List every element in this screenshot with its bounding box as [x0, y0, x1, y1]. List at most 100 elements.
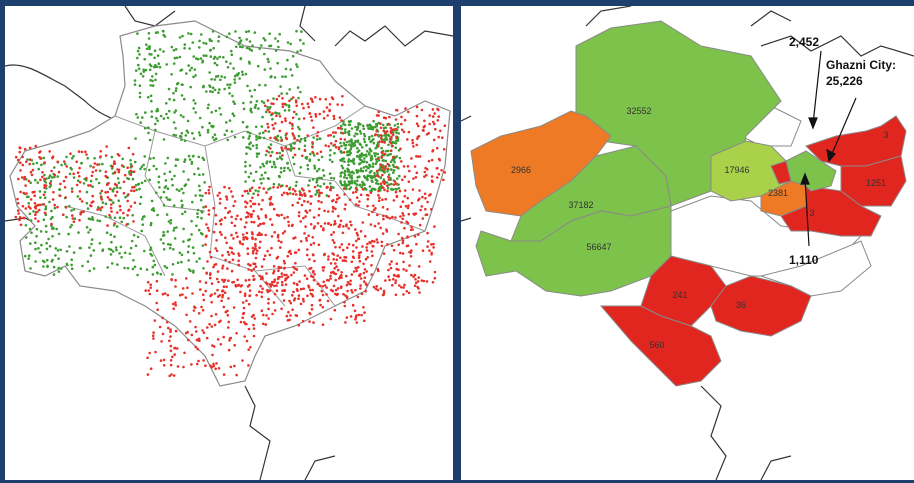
- red-dot: [401, 217, 405, 221]
- red-dot: [340, 271, 343, 274]
- green-dot: [142, 70, 146, 73]
- green-dot: [241, 120, 245, 124]
- red-dot: [416, 285, 420, 289]
- red-dot: [41, 171, 44, 174]
- green-dot: [274, 37, 277, 40]
- red-dot: [14, 155, 18, 159]
- red-dot: [129, 169, 133, 173]
- red-dot: [129, 173, 133, 176]
- green-dot: [34, 241, 37, 244]
- red-dot: [317, 189, 321, 192]
- green-dot: [139, 267, 143, 271]
- callout-bottom-value: 1,110: [789, 253, 819, 267]
- green-dot: [89, 254, 93, 257]
- green-dot: [60, 163, 63, 167]
- red-dot: [300, 102, 304, 106]
- red-dot: [316, 152, 319, 155]
- green-dot: [39, 230, 43, 233]
- red-dot: [213, 292, 217, 295]
- red-dot: [397, 243, 401, 246]
- green-dot: [194, 57, 198, 60]
- green-dot: [29, 242, 32, 245]
- red-dot: [271, 312, 274, 316]
- green-dot: [228, 92, 231, 95]
- district-label: 2381: [768, 188, 788, 198]
- red-dot: [373, 208, 376, 212]
- red-dot: [194, 325, 197, 329]
- red-dot: [349, 315, 353, 318]
- red-dot: [406, 165, 410, 168]
- red-dot: [309, 292, 313, 296]
- red-dot: [351, 250, 355, 253]
- red-dot: [255, 293, 258, 297]
- red-dot: [332, 271, 336, 275]
- green-dot: [130, 239, 134, 243]
- green-dot: [328, 172, 332, 175]
- green-dot: [266, 57, 270, 61]
- red-dot: [329, 274, 332, 278]
- green-dot: [246, 84, 249, 88]
- green-dot: [68, 245, 71, 248]
- red-dot: [384, 131, 387, 135]
- red-dot: [254, 247, 257, 250]
- green-dot: [375, 160, 379, 164]
- red-dot: [105, 145, 108, 148]
- red-dot: [260, 295, 264, 299]
- green-dot: [137, 46, 141, 50]
- red-dot: [18, 218, 21, 222]
- green-dot: [303, 144, 307, 148]
- green-dot: [287, 105, 291, 109]
- district-label: 37182: [568, 200, 593, 210]
- red-dot: [261, 198, 264, 202]
- red-dot: [262, 187, 266, 190]
- red-dot: [50, 222, 53, 226]
- red-dot: [408, 264, 411, 267]
- red-dot: [271, 112, 274, 115]
- green-dot: [363, 134, 367, 138]
- green-dot: [117, 199, 120, 202]
- red-dot: [362, 280, 366, 283]
- green-dot: [89, 179, 93, 183]
- green-dot: [156, 271, 159, 275]
- red-dot: [131, 186, 134, 189]
- green-dot: [383, 171, 387, 174]
- green-dot: [233, 102, 236, 105]
- green-dot: [222, 56, 225, 59]
- green-dot: [257, 152, 261, 155]
- green-dot: [343, 171, 346, 175]
- green-dot: [132, 233, 136, 237]
- red-dot: [185, 313, 188, 317]
- red-dot: [174, 301, 177, 304]
- red-dot: [77, 150, 81, 153]
- red-dot: [343, 304, 347, 308]
- green-dot: [360, 146, 364, 149]
- red-dot: [307, 105, 311, 109]
- red-dot: [214, 313, 218, 316]
- green-dot: [348, 149, 351, 153]
- red-dot: [391, 215, 394, 219]
- red-dot: [186, 330, 189, 334]
- green-dot: [40, 243, 43, 247]
- red-dot: [132, 189, 136, 193]
- red-dot: [336, 126, 340, 130]
- green-dot: [270, 165, 274, 169]
- green-dot: [225, 35, 229, 39]
- red-dot: [252, 274, 255, 278]
- red-dot: [301, 154, 304, 158]
- green-dot: [343, 169, 347, 173]
- red-dot: [303, 232, 306, 235]
- red-dot: [326, 299, 330, 303]
- red-dot: [207, 209, 211, 212]
- green-dot: [245, 30, 248, 34]
- red-dot: [268, 110, 271, 114]
- green-dot: [150, 64, 153, 68]
- red-dot: [332, 258, 336, 261]
- red-dot: [389, 126, 393, 130]
- red-dot: [286, 319, 290, 322]
- green-dot: [210, 111, 213, 114]
- red-dot: [160, 340, 163, 343]
- green-dot: [85, 226, 89, 229]
- green-dot: [162, 204, 166, 207]
- red-dot: [69, 152, 72, 155]
- green-dot: [219, 78, 222, 82]
